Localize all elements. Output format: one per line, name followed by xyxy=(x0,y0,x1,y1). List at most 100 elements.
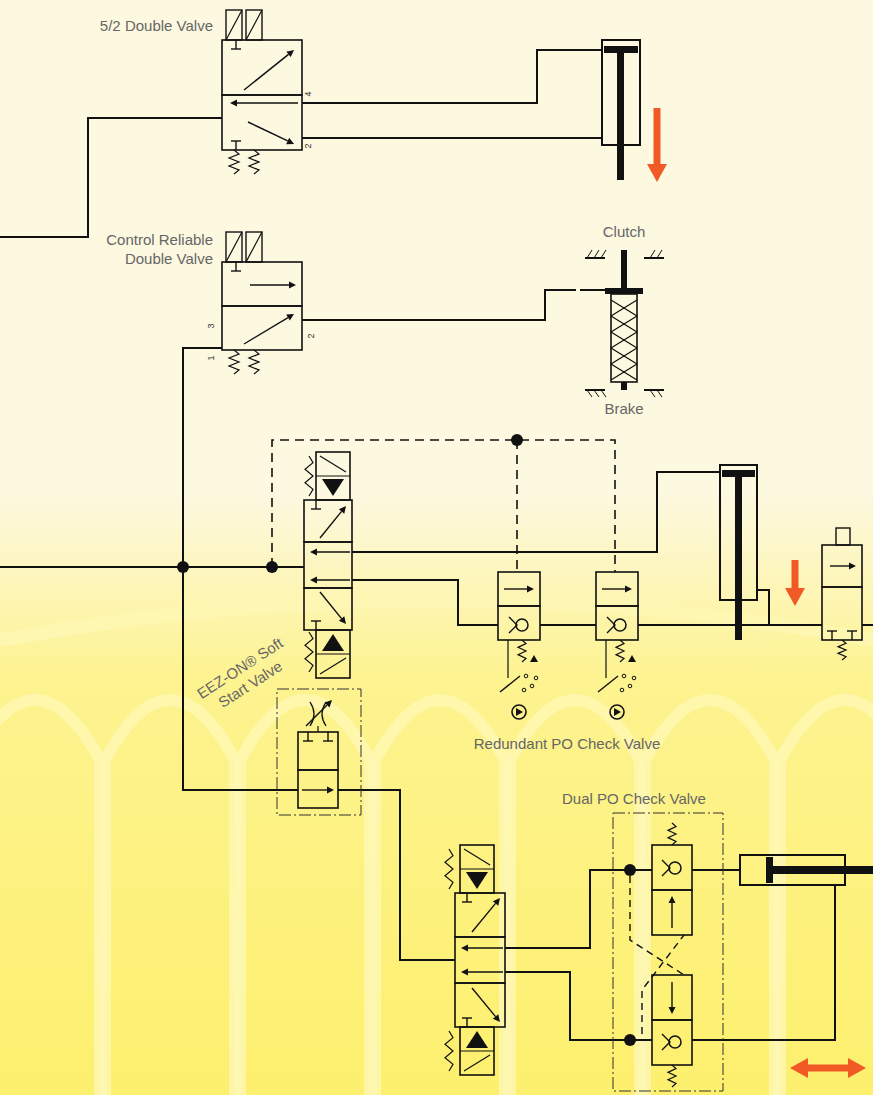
flow-arrow-head xyxy=(461,945,468,952)
flow-arrow xyxy=(317,579,350,580)
solenoid-pilot-operator xyxy=(460,868,494,869)
dash-dot-outline xyxy=(612,812,724,1092)
pilot-line xyxy=(317,726,318,732)
valve-cell xyxy=(298,732,338,770)
dash-dot-outline xyxy=(613,813,723,1091)
solenoid-coil-mark xyxy=(320,658,346,674)
flow-arrow xyxy=(250,284,289,285)
clutch-disc xyxy=(605,288,643,294)
bridge-watermark xyxy=(645,700,775,1095)
pipe-line xyxy=(302,50,602,103)
flow-arrow-head xyxy=(669,896,676,903)
valve-cell xyxy=(304,542,352,588)
flow-arrow-head xyxy=(461,969,468,976)
pipe-line xyxy=(540,624,596,626)
flow-arrow-head xyxy=(493,898,500,906)
piston-rod xyxy=(773,866,873,874)
blocked-port xyxy=(231,270,241,271)
pipe-line xyxy=(580,289,605,291)
flow-arrow xyxy=(317,551,350,552)
solenoid-operator xyxy=(226,10,242,40)
solenoid-pilot-operator xyxy=(316,653,350,654)
component-heading: EEZ-ON® Soft Start Valve xyxy=(189,631,300,722)
port-number: 2 xyxy=(306,333,317,338)
flow-arrow-head xyxy=(849,563,856,570)
valve-cell xyxy=(222,95,302,150)
junction-dot xyxy=(624,864,636,876)
dash-dot-outline xyxy=(276,688,362,816)
flow-arrow xyxy=(671,903,672,928)
flow-arrow-head xyxy=(669,1007,676,1014)
valve-cell xyxy=(222,262,302,306)
flow-arrow xyxy=(320,592,342,619)
solenoid-coil-mark xyxy=(464,849,490,865)
plate-hatching xyxy=(601,390,606,397)
pipe-line xyxy=(276,789,298,791)
solenoid-pilot-operator xyxy=(460,1027,494,1075)
return-spring xyxy=(249,150,259,174)
valve-cell xyxy=(304,500,352,542)
check-seat xyxy=(509,617,517,633)
pressure-indicator xyxy=(512,705,526,719)
pilot-line xyxy=(630,876,684,975)
blocked-port xyxy=(851,631,852,640)
plunger-operator xyxy=(836,528,850,545)
blocked-port xyxy=(231,140,241,141)
blocked-port xyxy=(827,630,837,631)
motion-arrow xyxy=(654,108,661,164)
solenoid-pilot-operator xyxy=(316,475,350,476)
flow-arrow xyxy=(472,903,496,932)
solenoid-pilot-operator xyxy=(316,452,350,500)
brake-shaft xyxy=(621,382,627,390)
po-check-cell xyxy=(652,975,692,1020)
component-heading: Control Reliable Double Valve xyxy=(88,230,213,268)
flow-arrow xyxy=(306,705,327,726)
pilot-triangle xyxy=(466,872,488,889)
blocked-port xyxy=(315,621,316,630)
component-heading: Dual PO Check Valve xyxy=(562,789,706,808)
return-spring xyxy=(518,640,526,662)
return-spring xyxy=(668,823,676,845)
component-symbol: ClutchBrake xyxy=(576,222,672,418)
switch-lever xyxy=(500,676,520,692)
po-check-cell xyxy=(652,890,692,935)
return-spring xyxy=(838,640,846,660)
blocked-port xyxy=(307,732,308,741)
override-stem xyxy=(507,640,508,678)
port-number: 4 xyxy=(303,91,314,96)
component-group: Dual PO Check Valve xyxy=(612,812,724,1092)
bridge-watermark xyxy=(0,600,873,640)
flow-arrow-head xyxy=(625,586,632,593)
air-line xyxy=(183,348,276,790)
piston xyxy=(766,857,773,883)
switch-contact xyxy=(632,676,636,680)
air-line xyxy=(302,290,576,320)
return-spring xyxy=(229,150,239,174)
pilot-triangle xyxy=(322,634,344,651)
bridge-watermark xyxy=(105,700,235,1095)
blocked-port xyxy=(327,732,328,741)
return-spring xyxy=(229,350,239,374)
bridge-watermark xyxy=(375,700,505,1095)
return-spring xyxy=(445,849,453,889)
plate-hatching xyxy=(587,250,592,258)
flow-arrow xyxy=(671,982,672,1007)
clutch-shaft xyxy=(621,250,627,292)
flow-arrow-head xyxy=(493,1014,500,1022)
bridge-watermark xyxy=(780,700,873,1095)
valve-cell xyxy=(455,937,505,983)
plate-hatching xyxy=(657,390,662,397)
switch-contact xyxy=(522,688,526,692)
motion-arrow-head xyxy=(647,164,667,182)
flow-arrow-head xyxy=(527,586,534,593)
part-name: Clutch xyxy=(576,222,672,241)
po-check-cell xyxy=(498,606,540,640)
component-symbol: 5/2 Double Valve xyxy=(222,40,302,150)
po-check-cell xyxy=(652,1020,692,1065)
motion-arrow-head xyxy=(848,1058,866,1078)
flow-arrow-head xyxy=(310,577,317,584)
port-number: 1 xyxy=(206,355,217,360)
pipe-line xyxy=(638,624,822,626)
